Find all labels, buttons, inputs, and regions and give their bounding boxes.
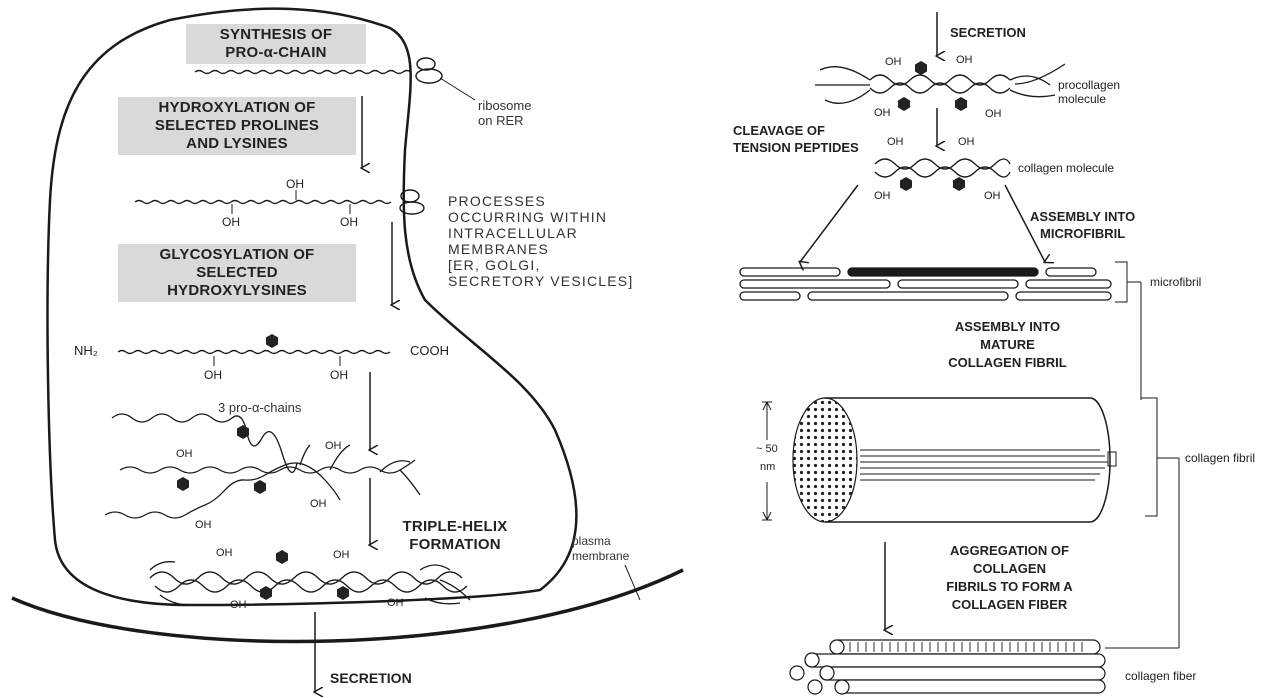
size-value-label: ~ 50 bbox=[756, 443, 778, 455]
plasma-membrane-line-2: membrane bbox=[572, 549, 629, 564]
plasma-membrane-line-1: plasma bbox=[572, 534, 629, 549]
processes-note-line-6: SECRETORY VESICLES] bbox=[448, 273, 633, 289]
oh-label: OH bbox=[340, 216, 358, 228]
pro-alpha-chain-1 bbox=[195, 71, 411, 74]
collagen-fiber-label: collagen fiber bbox=[1125, 670, 1196, 682]
aggregation-line-3: FIBRILS TO FORM A bbox=[912, 578, 1107, 596]
ribosome-pointer bbox=[440, 78, 475, 100]
processes-note: PROCESSES OCCURRING WITHIN INTRACELLULAR… bbox=[448, 193, 633, 289]
ribosome-label-line-1: ribosome bbox=[478, 98, 531, 113]
collagen-fiber-bundle bbox=[790, 640, 1105, 694]
aggregation-line-2: COLLAGEN bbox=[912, 560, 1107, 578]
ribosome-label-line-2: on RER bbox=[478, 113, 531, 128]
ribosome-label: ribosome on RER bbox=[478, 98, 531, 128]
assembly-mature-line-2: MATURE bbox=[910, 336, 1105, 354]
plasma-membrane-label: plasma membrane bbox=[572, 534, 629, 564]
assembly-microfibril-label: ASSEMBLY INTO MICROFIBRIL bbox=[1030, 208, 1135, 242]
step-glycosylation-label: GLYCOSYLATION OF SELECTED HYDROXYLYSINES bbox=[118, 244, 356, 302]
secretion-label-top: SECRETION bbox=[950, 25, 1026, 40]
ribosome-large bbox=[416, 69, 442, 83]
microfibril-drawing bbox=[740, 268, 1111, 300]
oh-label: OH bbox=[204, 369, 222, 381]
oh-label: OH bbox=[956, 54, 973, 66]
step-hydroxylation-line-3: AND LYSINES bbox=[124, 135, 350, 153]
procollagen-molecule bbox=[815, 64, 1065, 103]
oh-label: OH bbox=[222, 216, 240, 228]
oh-label: OH bbox=[333, 549, 350, 561]
oh-label: OH bbox=[195, 519, 212, 531]
step-synthesis-line-1: SYNTHESIS OF bbox=[192, 26, 360, 44]
assembly-microfibril-line-2: MICROFIBRIL bbox=[1030, 225, 1135, 242]
assembly-mature-line-3: COLLAGEN FIBRIL bbox=[910, 354, 1105, 372]
cooh-label: COOH bbox=[410, 345, 449, 357]
processes-note-line-4: MEMBRANES bbox=[448, 241, 633, 257]
oh-label: OH bbox=[387, 597, 404, 609]
microfibril-bracket bbox=[1115, 262, 1141, 302]
cleavage-line-2: TENSION PEPTIDES bbox=[733, 139, 859, 156]
processes-note-line-1: PROCESSES bbox=[448, 193, 633, 209]
step-synthesis-line-2: PRO-α-CHAIN bbox=[192, 44, 360, 62]
hydroxylated-chain bbox=[135, 201, 391, 204]
oh-label: OH bbox=[310, 498, 327, 510]
secretion-label-bottom: SECRETION bbox=[330, 670, 412, 686]
step-triple-helix-label: TRIPLE-HELIX FORMATION bbox=[380, 518, 530, 554]
oh-label: OH bbox=[216, 547, 233, 559]
step-synthesis-label: SYNTHESIS OF PRO-α-CHAIN bbox=[186, 24, 366, 64]
oh-label: OH bbox=[985, 108, 1002, 120]
oh-label: OH bbox=[887, 136, 904, 148]
processes-note-line-3: INTRACELLULAR bbox=[448, 225, 633, 241]
pro-alpha-chains-bundle bbox=[105, 414, 420, 518]
oh-label: OH bbox=[325, 440, 342, 452]
aggregation-label: AGGREGATION OF COLLAGEN FIBRILS TO FORM … bbox=[912, 542, 1107, 614]
oh-label: OH bbox=[874, 190, 891, 202]
step-triple-helix-line-1: TRIPLE-HELIX bbox=[380, 518, 530, 536]
collagen-molecule-helix bbox=[875, 159, 1010, 177]
cleavage-label: CLEAVAGE OF TENSION PEPTIDES bbox=[733, 122, 859, 156]
step-triple-helix-line-2: FORMATION bbox=[380, 536, 530, 554]
procollagen-label: procollagen molecule bbox=[1058, 78, 1120, 106]
oh-label: OH bbox=[330, 369, 348, 381]
cleavage-line-1: CLEAVAGE OF bbox=[733, 122, 859, 139]
collagen-fibril-bracket bbox=[1145, 398, 1179, 516]
procollagen-line-1: procollagen bbox=[1058, 78, 1120, 92]
procollagen-line-2: molecule bbox=[1058, 92, 1120, 106]
oh-label: OH bbox=[885, 56, 902, 68]
oh-label: OH bbox=[958, 136, 975, 148]
aggregation-line-1: AGGREGATION OF bbox=[912, 542, 1107, 560]
microfibril-label: microfibril bbox=[1150, 276, 1201, 288]
step-hydroxylation-label: HYDROXYLATION OF SELECTED PROLINES AND L… bbox=[118, 97, 356, 155]
oh-label: OH bbox=[984, 190, 1001, 202]
oh-label: OH bbox=[874, 107, 891, 119]
collagen-fibril-label: collagen fibril bbox=[1185, 452, 1255, 464]
processes-note-line-5: [ER, GOLGI, bbox=[448, 257, 633, 273]
processes-note-line-2: OCCURRING WITHIN bbox=[448, 209, 633, 225]
size-unit-label: nm bbox=[760, 461, 775, 473]
step-glycosylation-line-1: GLYCOSYLATION OF bbox=[124, 246, 350, 264]
assembly-mature-label: ASSEMBLY INTO MATURE COLLAGEN FIBRIL bbox=[910, 318, 1105, 372]
step-hydroxylation-line-2: SELECTED PROLINES bbox=[124, 117, 350, 135]
step-glycosylation-line-3: HYDROXYLYSINES bbox=[124, 282, 350, 300]
glycosylated-chain bbox=[118, 351, 390, 354]
collagen-molecule-label: collagen molecule bbox=[1018, 162, 1114, 174]
oh-label: OH bbox=[286, 178, 304, 190]
collagen-fibril-cylinder bbox=[793, 398, 1116, 522]
arrow-to-microfibril-left bbox=[800, 185, 858, 262]
ribosome-small bbox=[417, 58, 435, 70]
step-hydroxylation-line-1: HYDROXYLATION OF bbox=[124, 99, 350, 117]
oh-label: OH bbox=[176, 448, 193, 460]
assembly-microfibril-line-1: ASSEMBLY INTO bbox=[1030, 208, 1135, 225]
plasma-membrane-line bbox=[12, 570, 683, 641]
aggregation-line-4: COLLAGEN FIBER bbox=[912, 596, 1107, 614]
oh-label: OH bbox=[230, 599, 247, 611]
three-chains-label: 3 pro-α-chains bbox=[218, 400, 301, 415]
nh2-label: NH₂ bbox=[74, 345, 98, 357]
step-glycosylation-line-2: SELECTED bbox=[124, 264, 350, 282]
assembly-mature-line-1: ASSEMBLY INTO bbox=[910, 318, 1105, 336]
